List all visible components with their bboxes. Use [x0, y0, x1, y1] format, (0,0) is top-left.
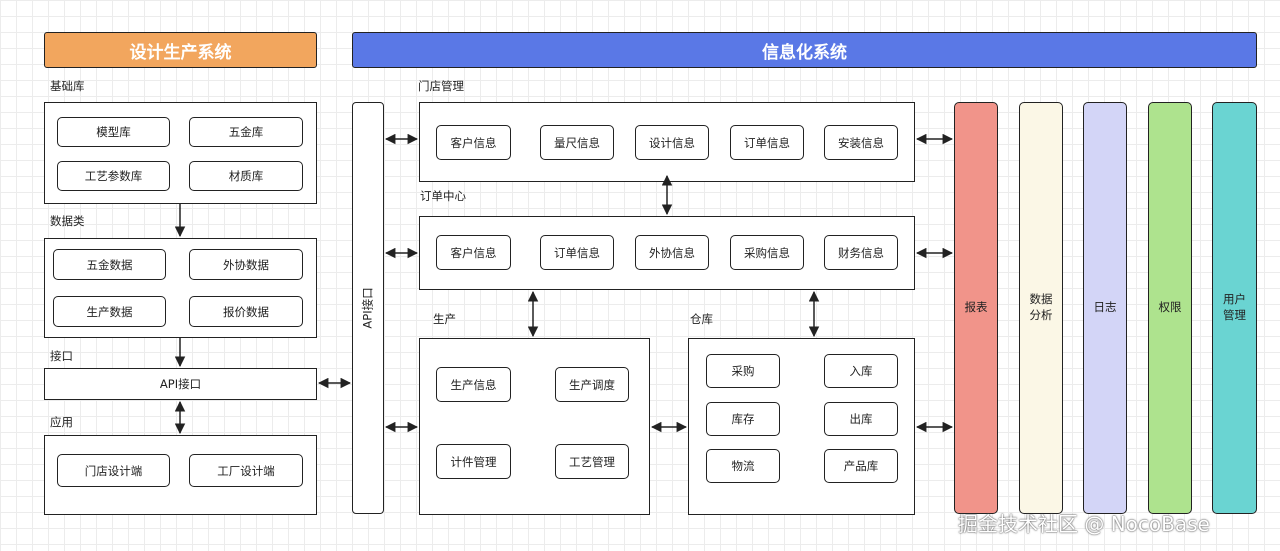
process-parameter-library-button[interactable]: 工艺参数库 — [57, 161, 170, 191]
store-order-info-button[interactable]: 订单信息 — [730, 125, 804, 160]
interface-label: 接口 — [50, 349, 73, 363]
order-center-label: 订单中心 — [420, 189, 466, 203]
user-management-bar[interactable]: 用户管理 — [1212, 102, 1257, 514]
store-design-info-button[interactable]: 设计信息 — [635, 125, 709, 160]
production-label: 生产 — [433, 312, 456, 326]
warehouse-label: 仓库 — [690, 312, 713, 326]
store-customer-info-button[interactable]: 客户信息 — [436, 125, 511, 160]
warehouse-product-library-button[interactable]: 产品库 — [824, 449, 898, 483]
store-management-label: 门店管理 — [418, 79, 464, 93]
order-finance-info-button[interactable]: 财务信息 — [824, 235, 898, 270]
material-library-button[interactable]: 材质库 — [189, 161, 303, 191]
warehouse-logistics-button[interactable]: 物流 — [706, 449, 780, 483]
log-bar[interactable]: 日志 — [1083, 102, 1127, 514]
data-analysis-bar[interactable]: 数据分析 — [1019, 102, 1063, 514]
data-analysis-bar-label: 数据分析 — [1029, 292, 1053, 322]
order-outsourcing-info-button[interactable]: 外协信息 — [635, 235, 709, 270]
warehouse-purchase-button[interactable]: 采购 — [706, 354, 780, 388]
order-customer-info-button[interactable]: 客户信息 — [436, 235, 511, 270]
outsourcing-data-button[interactable]: 外协数据 — [189, 249, 303, 280]
watermark: 掘金技术社区 @ NocoBase — [958, 512, 1210, 536]
log-bar-label: 日志 — [1093, 300, 1117, 315]
base-library-label: 基础库 — [50, 79, 85, 93]
hardware-library-button[interactable]: 五金库 — [189, 117, 303, 147]
production-info-button[interactable]: 生产信息 — [436, 367, 511, 402]
permission-bar-label: 权限 — [1158, 300, 1182, 315]
warehouse-outbound-button[interactable]: 出库 — [824, 402, 898, 436]
report-bar[interactable]: 报表 — [954, 102, 998, 514]
store-installation-info-button[interactable]: 安装信息 — [824, 125, 898, 160]
application-label: 应用 — [50, 415, 73, 429]
hardware-data-button[interactable]: 五金数据 — [53, 249, 166, 280]
warehouse-inbound-button[interactable]: 入库 — [824, 354, 898, 388]
process-management-button[interactable]: 工艺管理 — [555, 444, 629, 479]
design-production-system-header: 设计生产系统 — [44, 32, 317, 68]
api-interface-vertical-bar[interactable]: API接口 — [352, 102, 384, 514]
factory-design-client-button[interactable]: 工厂设计端 — [189, 454, 303, 487]
warehouse-inventory-button[interactable]: 库存 — [706, 402, 780, 436]
order-purchase-info-button[interactable]: 采购信息 — [730, 235, 804, 270]
user-management-bar-label: 用户管理 — [1223, 292, 1246, 322]
store-measurement-info-button[interactable]: 量尺信息 — [540, 125, 614, 160]
piecework-management-button[interactable]: 计件管理 — [436, 444, 511, 479]
model-library-button[interactable]: 模型库 — [57, 117, 170, 147]
permission-bar[interactable]: 权限 — [1148, 102, 1192, 514]
order-order-info-button[interactable]: 订单信息 — [540, 235, 614, 270]
api-interface-box[interactable]: API接口 — [44, 368, 317, 400]
quotation-data-button[interactable]: 报价数据 — [189, 296, 303, 327]
production-data-button[interactable]: 生产数据 — [53, 296, 166, 327]
production-scheduling-button[interactable]: 生产调度 — [555, 367, 629, 402]
data-class-label: 数据类 — [50, 214, 85, 228]
report-bar-label: 报表 — [964, 300, 988, 315]
information-system-header: 信息化系统 — [352, 32, 1257, 68]
store-design-client-button[interactable]: 门店设计端 — [57, 454, 170, 487]
